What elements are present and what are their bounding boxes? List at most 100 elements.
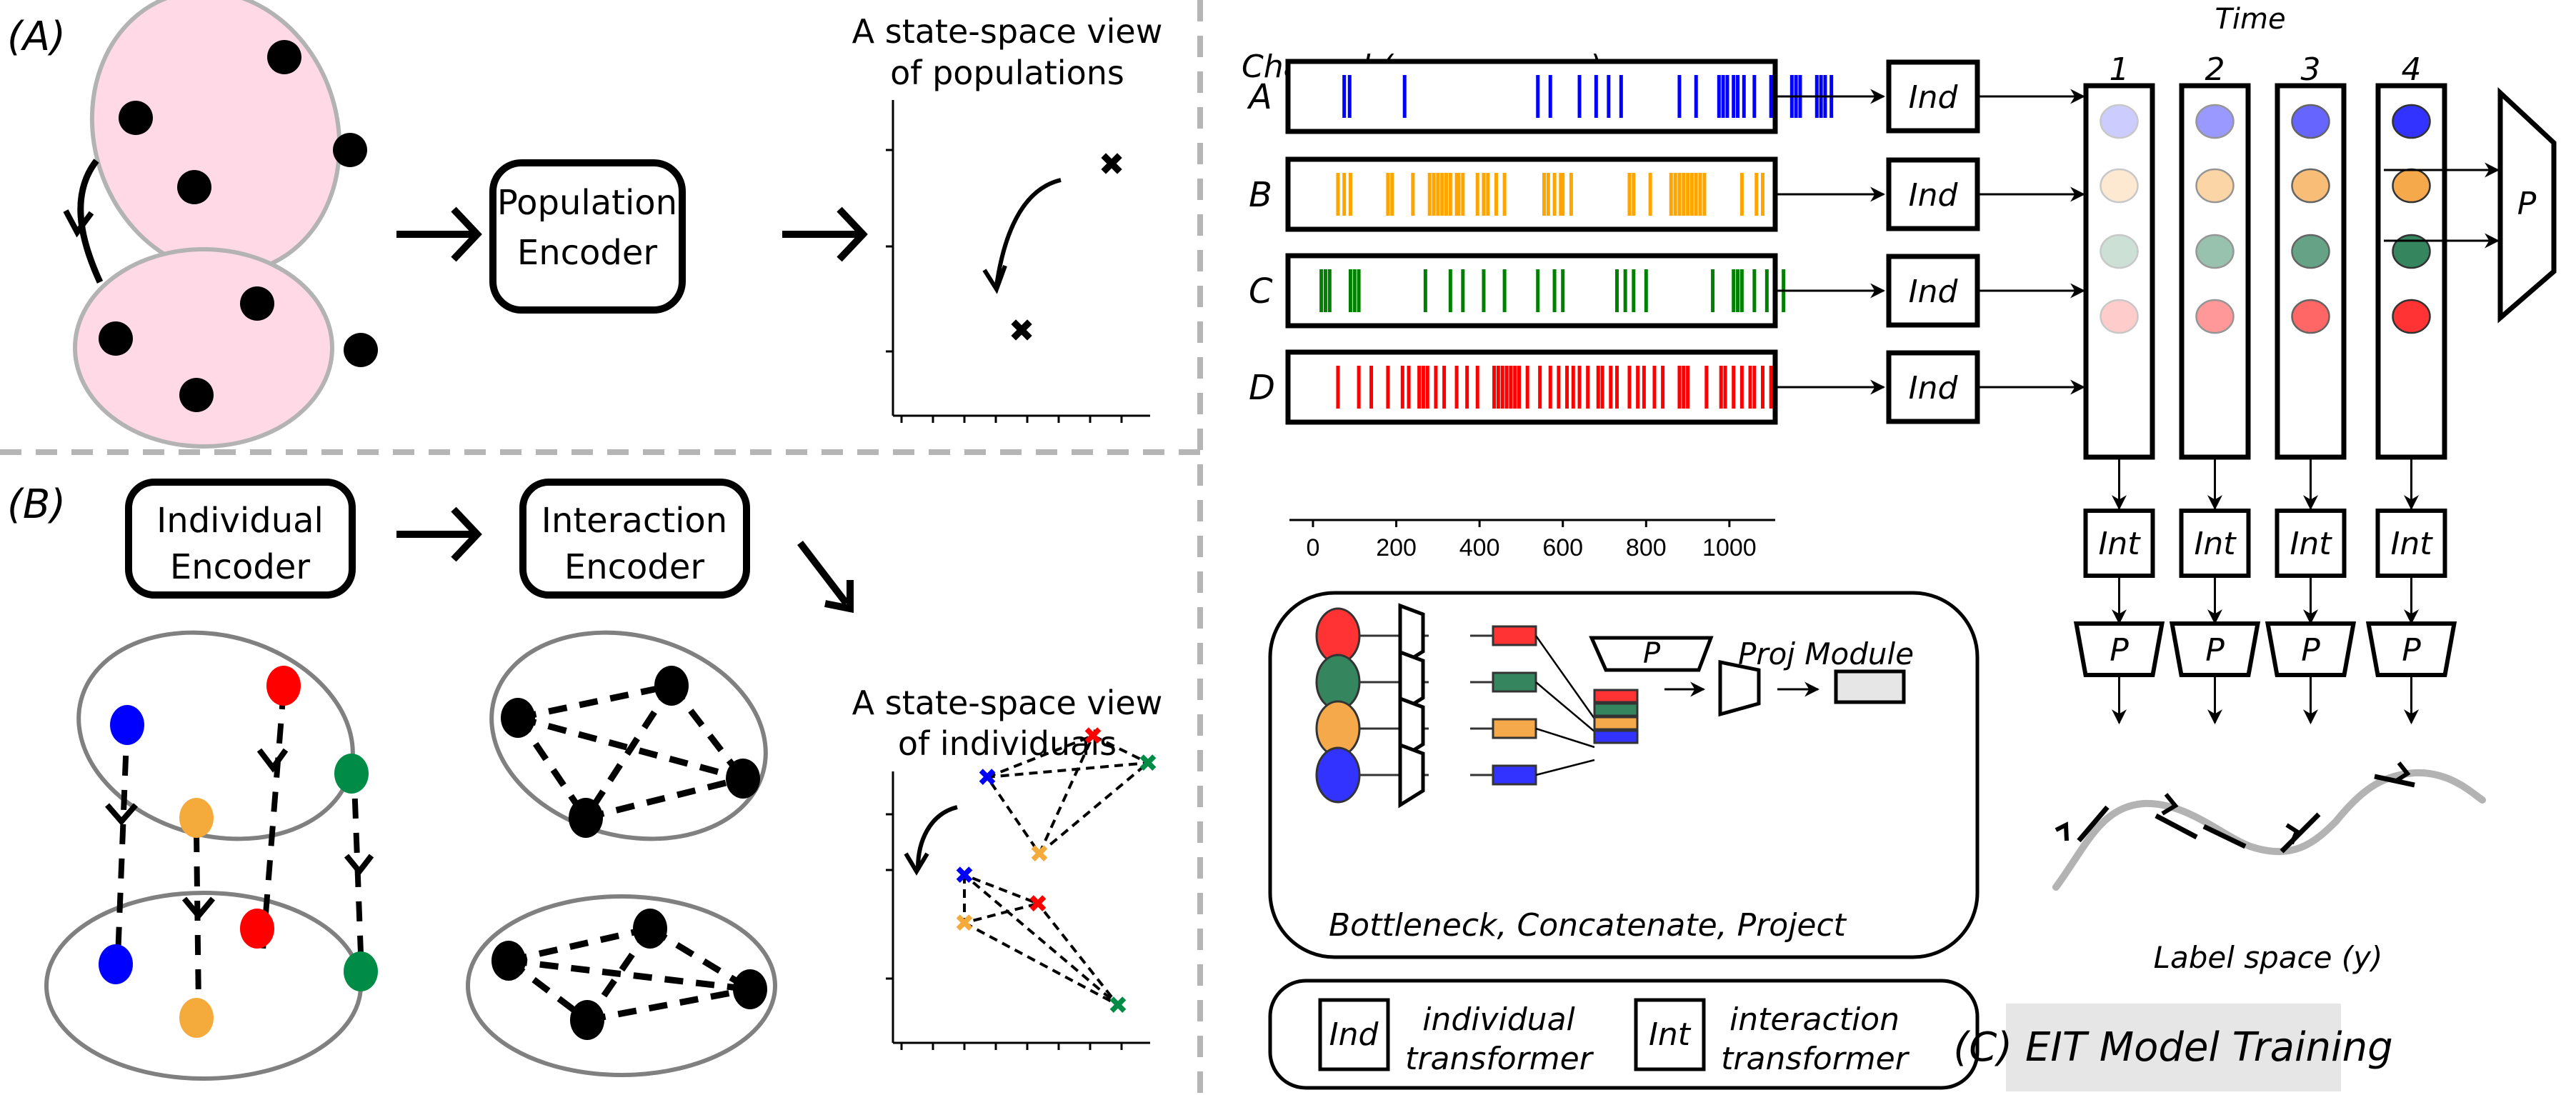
legend-int-desc-line1: interaction bbox=[1729, 1001, 1899, 1038]
individual-dot-green bbox=[344, 951, 378, 991]
bottleneck-row bbox=[1315, 649, 1595, 732]
chevron-icon bbox=[2055, 761, 2411, 845]
state-marker-blue: ✖ bbox=[977, 764, 998, 792]
channel-label: D bbox=[1249, 368, 1275, 408]
legend-ind-label: Ind bbox=[1329, 1016, 1379, 1053]
node-orange bbox=[2195, 168, 2235, 204]
state-marker-red: ✖ bbox=[1028, 890, 1049, 919]
channel-label: B bbox=[1249, 175, 1272, 215]
neuron-dot bbox=[333, 133, 367, 167]
projection-module-small bbox=[1718, 659, 1761, 717]
time-step-label: 2 bbox=[2205, 51, 2225, 88]
int-transformer-label: Int bbox=[2194, 526, 2237, 562]
arrowhead-icon bbox=[904, 852, 929, 876]
panel-a: (A) Population Encoder A state-space vie… bbox=[7, 0, 1163, 449]
time-step-box bbox=[2275, 83, 2347, 460]
interaction-ellipse-bottom bbox=[466, 894, 777, 1077]
x-tick-label: 0 bbox=[1307, 534, 1320, 561]
proj-module-icon-label: P bbox=[1643, 637, 1661, 670]
ind-transformer-label: Ind bbox=[1909, 177, 1959, 214]
panel-c-title: (C) EIT Model Training bbox=[1953, 1024, 2392, 1071]
panel-b-label: (B) bbox=[7, 481, 66, 528]
ind-transformer-box bbox=[1886, 254, 1980, 328]
state-marker-red: ✖ bbox=[1083, 722, 1104, 751]
concatenated-embedding bbox=[1593, 702, 1639, 717]
population-encoder-box bbox=[489, 159, 686, 314]
arrow-right-icon bbox=[782, 206, 868, 262]
legend-ind-desc-line2: transformer bbox=[1405, 1041, 1594, 1077]
int-transformer-box bbox=[2375, 509, 2447, 578]
population-transition-arrow-icon bbox=[77, 159, 104, 284]
interaction-encoder-box bbox=[519, 479, 750, 599]
individual-dot-orange bbox=[179, 798, 214, 838]
bottleneck-embedding bbox=[1492, 671, 1537, 693]
interaction-nodes bbox=[491, 666, 767, 1040]
bottleneck-row bbox=[1315, 603, 1596, 719]
x-tick-label: 600 bbox=[1542, 534, 1583, 561]
node-orange bbox=[2100, 168, 2139, 204]
legend-int-label: Int bbox=[1649, 1016, 1692, 1053]
node-orange bbox=[2392, 168, 2431, 204]
int-transformer-label: Int bbox=[2098, 526, 2141, 562]
individual-encoder-box bbox=[125, 479, 356, 599]
individual-ellipse-bottom bbox=[44, 891, 363, 1081]
concatenated-embedding bbox=[1593, 716, 1639, 731]
neuron-dot bbox=[119, 101, 153, 135]
projection-large-label: P bbox=[2517, 186, 2537, 222]
spike-raster-box bbox=[1285, 349, 1778, 425]
neuron-dot bbox=[344, 333, 378, 367]
int-transformer-label: Int bbox=[2290, 526, 2332, 562]
bottleneck-trapezoid bbox=[1398, 742, 1425, 809]
projected-output-box bbox=[1834, 669, 1906, 704]
state-marker-green: ✖ bbox=[1108, 991, 1129, 1020]
channel-label: A bbox=[1247, 77, 1272, 117]
bottleneck-trapezoid bbox=[1398, 603, 1425, 669]
time-step-box bbox=[2375, 83, 2447, 460]
bottleneck-row bbox=[1315, 696, 1595, 762]
label-space-curve: Label space (y) bbox=[2052, 761, 2486, 975]
time-step-label: 1 bbox=[2110, 51, 2130, 88]
projection-label: P bbox=[2402, 632, 2421, 669]
concatenated-embedding bbox=[1593, 689, 1639, 704]
ind-transformer-box bbox=[1886, 157, 1980, 231]
ind-transformer-box bbox=[1886, 350, 1980, 424]
x-tick-label: 800 bbox=[1626, 534, 1667, 561]
population-plot-title-line1: A state-space view bbox=[852, 12, 1163, 51]
individual-encoder-label-line2: Encoder bbox=[170, 547, 311, 587]
node-blue bbox=[2291, 104, 2330, 139]
neuron-dot bbox=[179, 378, 214, 412]
x-tick-label: 1000 bbox=[1702, 534, 1757, 561]
interaction-encoder-label-line2: Encoder bbox=[564, 547, 705, 587]
time-step-label: 3 bbox=[2301, 51, 2321, 88]
arrow-right-icon bbox=[396, 506, 482, 562]
bottleneck-panel: P Proj Module Bottleneck, Concatenate, P… bbox=[1268, 591, 1980, 959]
projection-module-icon bbox=[1589, 636, 1714, 672]
bottleneck-trapezoid bbox=[1398, 696, 1425, 762]
individual-dot-red bbox=[240, 909, 274, 949]
ind-transformer-label: Ind bbox=[1909, 370, 1959, 406]
node-red bbox=[2195, 299, 2235, 334]
legend-panel: Ind individual transformer Int interacti… bbox=[1268, 979, 1980, 1090]
individual-dot-orange bbox=[179, 998, 214, 1038]
interaction-ellipse-top bbox=[489, 630, 768, 841]
time-step-box bbox=[2179, 83, 2251, 460]
arrowhead-icon bbox=[982, 264, 1007, 294]
label-space-label: Label space (y) bbox=[2154, 940, 2383, 975]
individual-trajectories bbox=[115, 689, 364, 1008]
chevron-down-icon bbox=[104, 748, 374, 921]
concatenated-embedding bbox=[1593, 729, 1639, 744]
panel-b: (B) Individual Encoder Interaction Encod… bbox=[7, 479, 1162, 1081]
channel-label: C bbox=[1249, 271, 1273, 311]
population-state-marker-1: ✖ bbox=[1099, 146, 1125, 183]
bottleneck-embedding bbox=[1492, 625, 1537, 646]
neuron-dot bbox=[177, 170, 211, 204]
population-encoder-label-line1: Population bbox=[497, 183, 677, 223]
population-state-marker-2: ✖ bbox=[1009, 313, 1035, 349]
individual-plot-title-line2: of individuals bbox=[898, 724, 1117, 763]
node-green bbox=[2100, 234, 2139, 269]
node-blue bbox=[2195, 104, 2235, 139]
